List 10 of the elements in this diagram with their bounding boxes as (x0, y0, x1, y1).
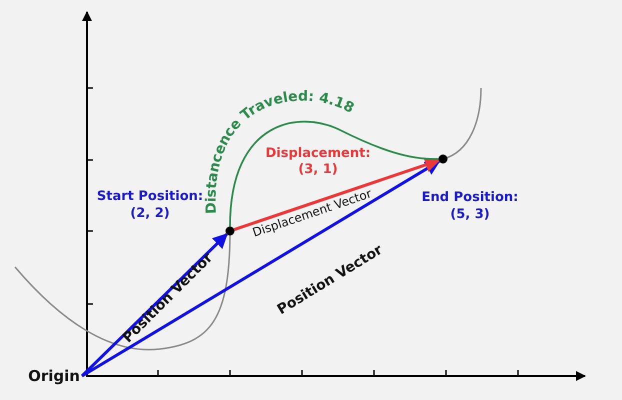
point-dot (438, 154, 448, 164)
position-label: Start Position: (2, 2) (96, 189, 204, 223)
point-dot (226, 226, 234, 236)
position-label: End Position: (5, 3) (420, 190, 520, 224)
vector-arrow (81, 160, 440, 378)
vector-arrow (234, 158, 440, 231)
vector-arrow (80, 233, 228, 378)
origin-label: Origin (28, 367, 80, 385)
displacement-label: Displacement: (3, 1) (264, 146, 372, 178)
distance-path (229, 120, 438, 227)
